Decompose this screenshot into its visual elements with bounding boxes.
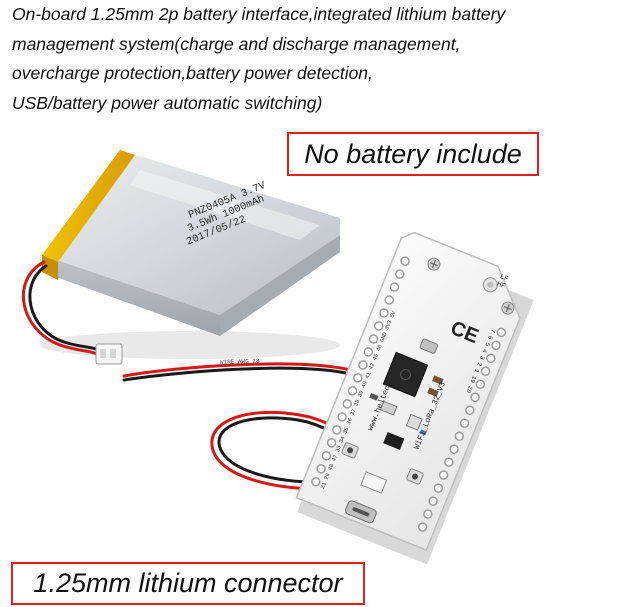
svg-text:WIRE AWG 28: WIRE AWG 28 [220, 358, 260, 366]
battery [40, 150, 340, 359]
no-battery-callout: No battery include [287, 132, 539, 176]
description-line-2: management system(charge and discharge m… [12, 33, 461, 54]
board-label-lf: LF [499, 273, 510, 284]
description-line-4: USB/battery power automatic switching) [12, 92, 323, 113]
board-label-hf: HF [496, 281, 507, 292]
battery-plug [95, 343, 123, 365]
description-line-1: On-board 1.25mm 2p battery interface,int… [12, 4, 506, 24]
dev-board: CE WiFi_LoRa_32_V3 www.heltec.cn LF HF 2… [295, 231, 534, 565]
connector-callout: 1.25mm lithium connector [11, 562, 365, 605]
feature-description: On-board 1.25mm 2p battery interface,int… [12, 0, 622, 118]
description-line-3: overcharge protection,battery power dete… [12, 63, 373, 83]
battery-leads [21, 260, 104, 358]
